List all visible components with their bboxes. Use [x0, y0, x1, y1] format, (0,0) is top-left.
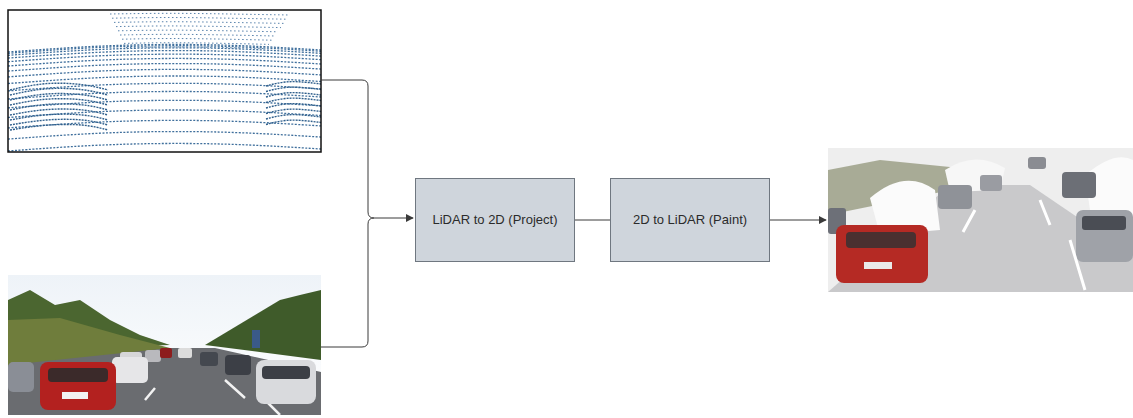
red-car — [836, 225, 928, 283]
scan-line — [8, 64, 321, 72]
sky — [8, 275, 321, 415]
scan-line — [114, 22, 284, 24]
output-ground — [828, 148, 1133, 292]
car-scan — [266, 104, 321, 108]
process-box: 2D to LiDAR (Paint) — [610, 178, 770, 262]
scan-line — [120, 34, 275, 36]
scan-line — [112, 18, 287, 20]
lidar-ground — [8, 10, 321, 152]
car-scan — [266, 93, 321, 97]
car — [178, 348, 192, 358]
scan-line — [8, 83, 321, 91]
road — [8, 348, 321, 415]
scan-line — [116, 26, 281, 28]
car — [8, 362, 34, 392]
scan-line — [8, 76, 321, 84]
car-window — [1082, 216, 1126, 230]
scan-line — [124, 43, 269, 45]
scan-line — [8, 58, 321, 66]
car — [1076, 210, 1133, 262]
scan-line — [122, 39, 272, 41]
car-scan — [266, 115, 321, 119]
process-connector — [575, 220, 610, 221]
car-scan — [266, 82, 321, 86]
car — [112, 357, 148, 383]
red-car-plate — [864, 262, 892, 269]
car — [938, 185, 972, 209]
car — [1062, 172, 1096, 198]
input-connector — [321, 218, 374, 347]
painted-point-cloud — [828, 148, 1133, 292]
scan-line — [8, 54, 321, 62]
car — [200, 352, 218, 366]
car — [1028, 157, 1046, 169]
car — [980, 175, 1002, 191]
lidar-frame — [8, 10, 321, 152]
process-box: LiDAR to 2D (Project) — [415, 178, 575, 262]
car-scan — [266, 120, 321, 124]
camera-image — [8, 275, 321, 415]
scan-line — [118, 30, 278, 32]
car-scan — [266, 87, 321, 91]
white-car — [256, 360, 316, 404]
car-scan — [266, 98, 321, 102]
red-car-window — [846, 232, 916, 248]
scan-line — [8, 143, 321, 151]
red-car-plate — [62, 392, 88, 399]
scan-line — [126, 47, 266, 49]
process-label: LiDAR to 2D (Project) — [433, 212, 558, 228]
scan-line — [8, 91, 321, 99]
lane-points — [963, 200, 1085, 290]
road-sign — [252, 330, 260, 348]
scan-line — [110, 13, 290, 15]
process-label: 2D to LiDAR (Paint) — [633, 212, 747, 228]
scan-line — [8, 132, 321, 140]
car — [160, 348, 172, 358]
car — [225, 355, 251, 375]
lidar-point-cloud — [8, 10, 321, 152]
red-car-window — [48, 368, 108, 382]
red-car — [40, 362, 116, 410]
input-connector — [321, 80, 413, 218]
trees-right — [205, 290, 321, 360]
car-scan — [10, 124, 108, 130]
scan-line — [8, 69, 321, 77]
output-connector — [770, 220, 826, 221]
car-scan — [266, 109, 321, 113]
white-car-window — [262, 366, 310, 379]
